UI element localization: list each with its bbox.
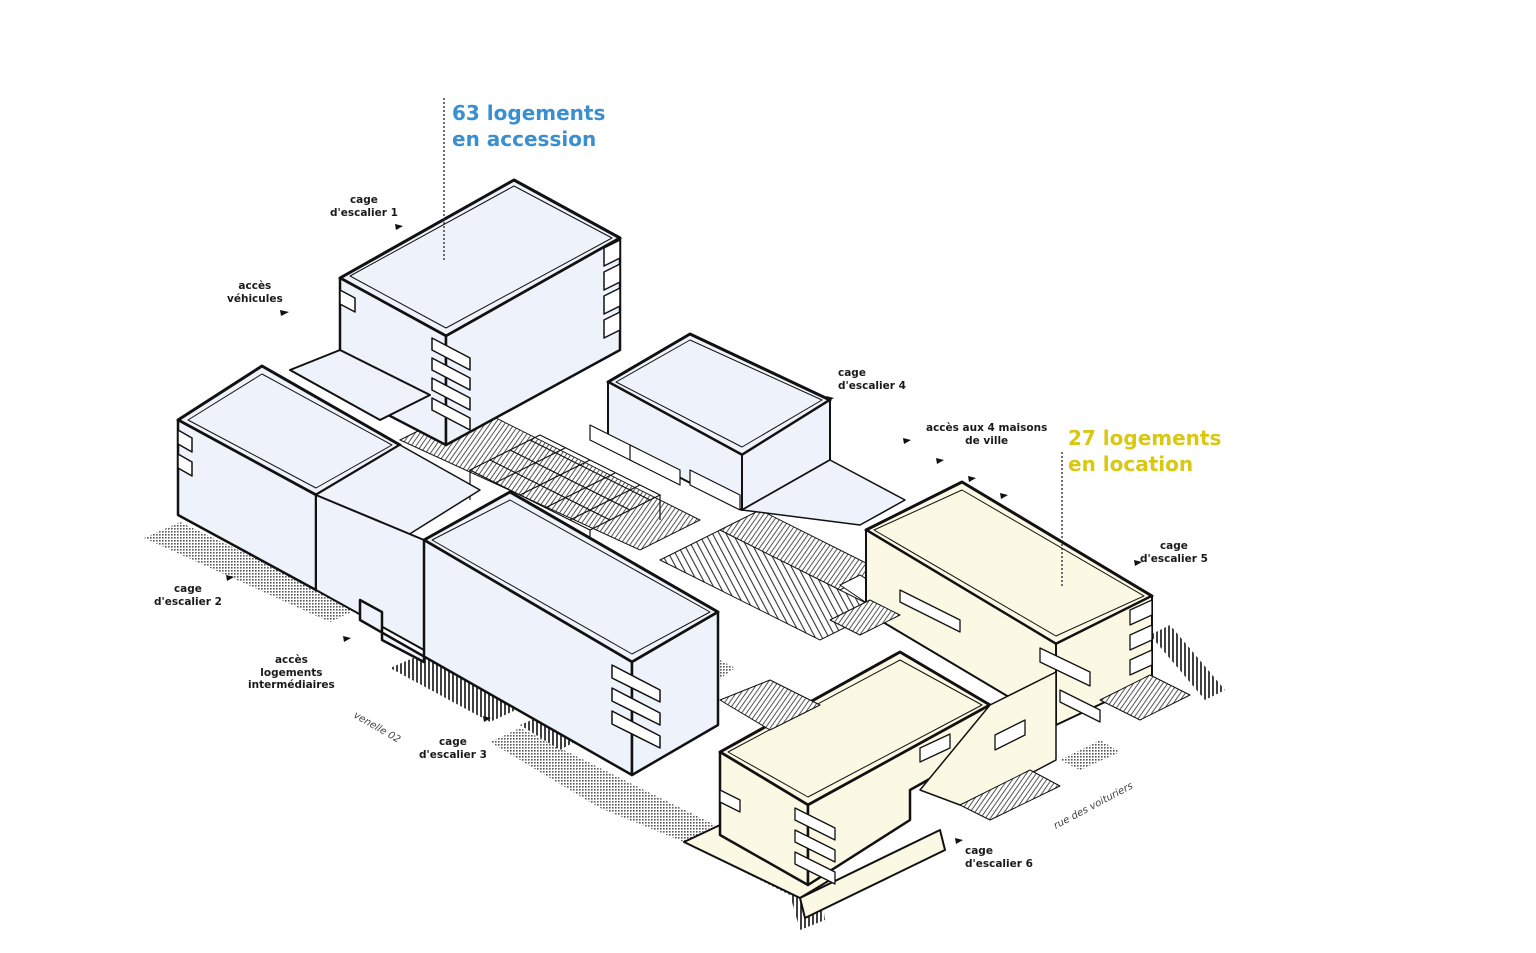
label-acces-logements-line3: intermédiaires xyxy=(248,679,335,691)
building-accession-front xyxy=(315,444,720,777)
label-cage-4: cage d'escalier 4 xyxy=(838,367,906,392)
label-acces-vehicules: accès véhicules xyxy=(227,280,283,305)
summary-location: 27 logements en location xyxy=(1068,425,1221,477)
label-acces-vehicules-line2: véhicules xyxy=(227,292,283,305)
label-cage-6: cage d'escalier 6 xyxy=(965,845,1033,870)
label-acces-maisons: accès aux 4 maisons de ville xyxy=(926,422,1047,447)
label-cage-4-line2: d'escalier 4 xyxy=(838,379,906,392)
summary-accession-line2: en accession xyxy=(452,127,597,151)
label-cage-4-line1: cage xyxy=(838,367,866,379)
label-cage-1-line2: d'escalier 1 xyxy=(330,206,398,219)
label-cage-3-line1: cage xyxy=(438,736,467,748)
label-cage-2-line2: d'escalier 2 xyxy=(154,595,222,608)
summary-location-line2: en location xyxy=(1068,452,1194,476)
label-cage-5-line2: d'escalier 5 xyxy=(1140,552,1208,565)
access-arrows xyxy=(226,224,1142,844)
label-cage-1: cage d'escalier 1 xyxy=(330,194,398,219)
label-cage-6-line2: d'escalier 6 xyxy=(965,857,1033,870)
label-cage-1-line1: cage xyxy=(349,194,378,206)
label-cage-3: cage d'escalier 3 xyxy=(419,736,487,761)
summary-accession: 63 logements en accession xyxy=(452,100,605,152)
label-cage-2-line1: cage xyxy=(173,583,202,595)
label-acces-logements-line2: logements xyxy=(260,666,323,679)
summary-location-line1: 27 logements xyxy=(1068,426,1222,450)
label-cage-5-line1: cage xyxy=(1159,540,1188,552)
label-acces-logements: accès logements intermédiaires xyxy=(248,654,335,692)
summary-accession-line1: 63 logements xyxy=(452,101,606,125)
label-cage-5: cage d'escalier 5 xyxy=(1140,540,1208,565)
label-cage-2: cage d'escalier 2 xyxy=(154,583,222,608)
label-acces-maisons-line2: de ville xyxy=(965,434,1009,447)
building-location-front xyxy=(683,599,1061,919)
pergola xyxy=(468,434,662,555)
building-location-rear xyxy=(864,480,1191,726)
label-acces-vehicules-line1: accès xyxy=(238,280,272,292)
building-middle xyxy=(589,332,906,526)
label-cage-6-line1: cage xyxy=(965,845,993,857)
label-acces-logements-line1: accès xyxy=(274,654,308,666)
label-acces-maisons-line1: accès aux 4 maisons xyxy=(926,422,1048,434)
label-cage-3-line2: d'escalier 3 xyxy=(419,748,487,761)
